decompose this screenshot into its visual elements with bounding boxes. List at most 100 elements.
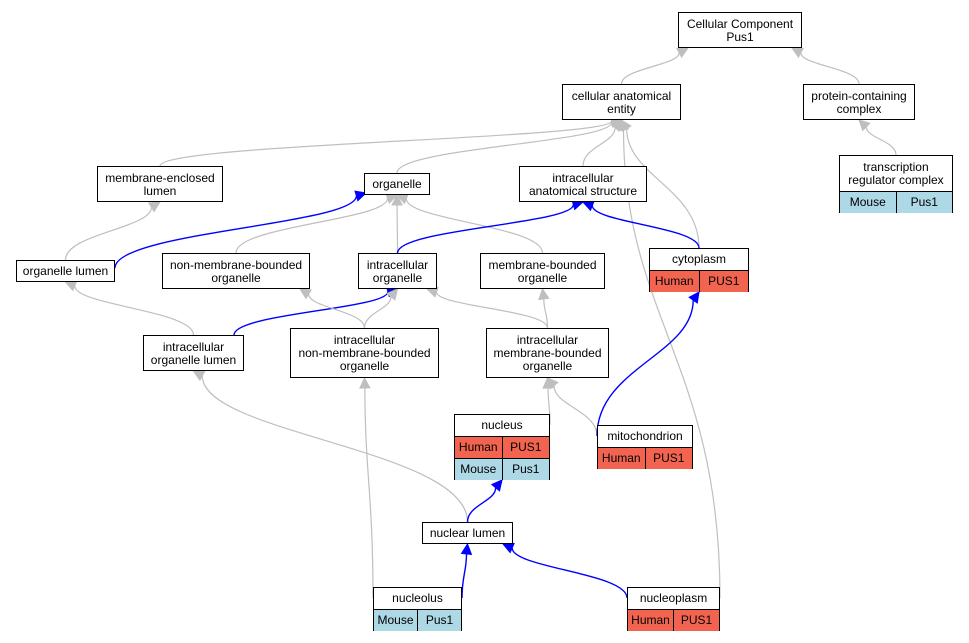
node-imbo[interactable]: intracellular membrane-bounded organelle [486,328,609,378]
node-inmbo[interactable]: intracellular non-membrane-bounded organ… [290,328,439,378]
edge-inmbo-to-nmbo [307,293,366,329]
arrowhead-nup-to-cae [617,118,630,132]
edge-trc-to-pcc [865,126,897,156]
edge-cyto-to-ias [591,205,700,249]
node-label: membrane-bounded organelle [488,257,597,285]
edge-olu-to-mel [64,207,153,261]
arrowhead-olu-to-org [354,190,368,202]
node-label: nucleus [481,418,523,432]
edge-nmbo-to-org [235,198,389,254]
edge-org-to-cae [396,122,613,174]
edge-nuo-to-inmbo [364,387,374,599]
edge-iol-to-olu [74,285,195,336]
edge-nlu-to-iol [201,375,469,523]
node-label: mitochondrion [607,429,683,443]
node-io[interactable]: intracellular organelle [358,253,437,289]
edge-cae-to-cc [620,52,680,85]
gene-cell: Pus1 [501,459,550,480]
gene-cell: Pus1 [417,610,461,631]
gene-cell: PUS1 [673,610,719,631]
node-nlu[interactable]: nuclear lumen [422,522,513,544]
species-cell: Mouse [460,462,497,476]
edge-mel-to-cae [159,120,613,167]
node-label: organelle lumen [22,264,109,278]
edge-mito-to-imbo [553,385,598,437]
edge-cyto-to-cae [626,128,700,249]
edge-pcc-to-cc [800,52,860,85]
node-cc[interactable]: Cellular Component Pus1 [678,12,802,48]
node-mbo[interactable]: membrane-bounded organelle [480,253,605,289]
species-cell: Mouse [849,195,886,209]
arrowhead-iol-to-olu [64,280,78,292]
species-cell: Human [631,613,670,627]
gene-cell: PUS1 [501,437,550,458]
node-label: organelle [372,177,422,191]
node-label: intracellular non-membrane-bounded organ… [298,333,431,373]
node-label: Cellular Component Pus1 [686,16,794,44]
arrowhead-trc-to-pcc [858,119,871,132]
node-label: transcription regulator complex [848,159,944,187]
edge-imbo-to-io [435,291,549,329]
node-olu[interactable]: organelle lumen [16,260,115,282]
node-label: non-membrane-bounded organelle [169,257,303,285]
species-row-mouse: Mouse Pus1 [455,458,549,480]
node-label: cytoplasm [671,252,727,266]
gene-cell: PUS1 [698,271,749,292]
node-iol[interactable]: intracellular organelle lumen [143,335,244,371]
arrowhead-cae-to-cc [676,47,689,59]
node-label: nucleolus [392,591,443,605]
edge-ias-to-cae [582,127,616,167]
node-ias[interactable]: intracellular anatomical structure [519,166,647,202]
node-label: intracellular organelle lumen [150,339,237,367]
arrowhead-nlu-to-iol [192,370,206,382]
node-label: intracellular organelle [366,257,429,285]
edge-imbo-to-mbo [543,298,549,329]
arrowhead-olu-to-mel [148,201,161,213]
gene-cell: Pus1 [895,192,953,213]
species-cell: Mouse [377,613,414,627]
gene-cell: PUS1 [644,448,693,469]
arrowhead-mito-to-imbo [546,377,559,390]
node-nmbo[interactable]: non-membrane-bounded organelle [162,253,310,289]
arrowhead-mito-to-cyto [688,291,700,304]
node-label: cellular anatomical entity [571,88,672,116]
edge-io-to-ias [396,204,575,254]
node-pcc[interactable]: protein-containing complex [803,84,915,120]
species-cell: Human [601,451,641,465]
edge-olu-to-org [114,195,358,269]
node-label: membrane-enclosed lumen [105,170,215,198]
edge-mito-to-cyto [596,300,694,437]
arrowhead-inmbo-to-nmbo [299,288,312,300]
arrowhead-cyto-to-ias [581,200,595,212]
node-label: protein-containing complex [811,88,907,116]
arrowhead-nuo-to-inmbo [359,376,371,389]
arrowhead-imbo-to-mbo [538,287,550,301]
node-cae[interactable]: cellular anatomical entity [562,84,681,120]
node-mel[interactable]: membrane-enclosed lumen [97,166,223,202]
species-row-mouse: Mouse Pus1 [840,191,952,213]
edge-mbo-to-org [405,198,544,254]
edge-iol-to-io [233,291,389,336]
species-cell: Human [458,440,498,454]
arrowhead-pcc-to-cc [791,47,804,59]
node-label: intracellular membrane-bounded organelle [493,333,602,373]
arrowhead-nuo-to-nlu [460,542,473,556]
node-org[interactable]: organelle [364,173,430,195]
arrowhead-io-to-org [391,193,403,206]
edge-nuo-to-nlu [461,553,468,599]
arrowhead-nlu-to-nuc [490,479,503,492]
node-label: intracellular anatomical structure [528,170,638,198]
edge-inmbo-to-io [363,296,392,329]
